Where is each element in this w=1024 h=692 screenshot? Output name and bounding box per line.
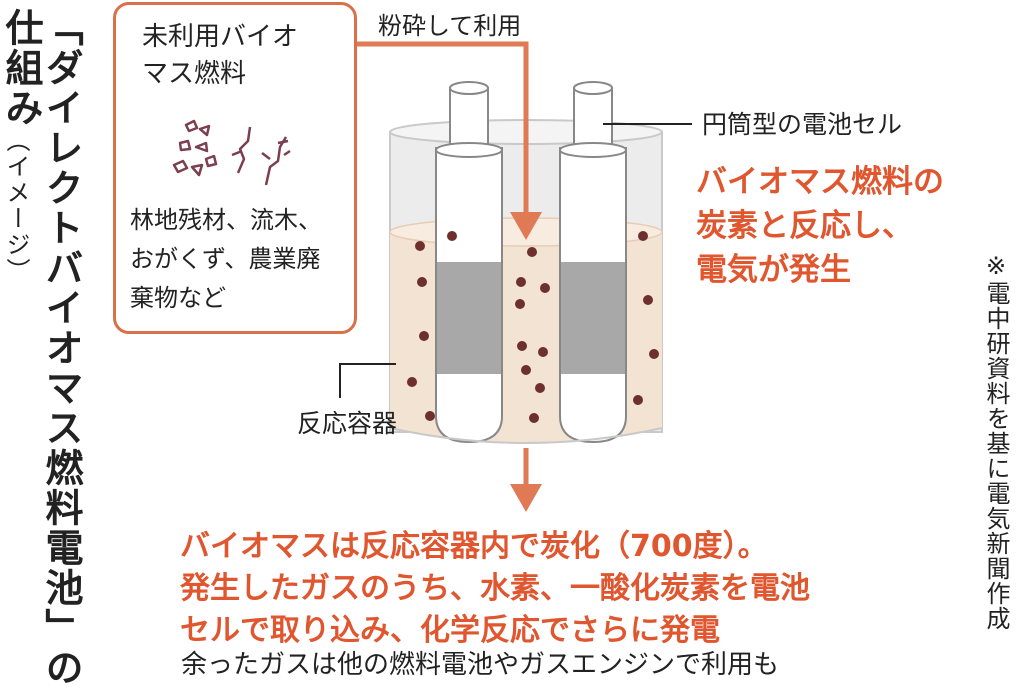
diagram-title: 「ダイレクトバイオマス燃料電池」の: [39, 8, 83, 688]
vessel-label: 反応容器: [297, 409, 398, 438]
biomass-example-line: 棄物など: [130, 284, 226, 312]
biomass-example-line: おがくず、農業廃: [130, 245, 321, 273]
grind-arrow: [357, 41, 542, 240]
reaction-line: 電気が発生: [696, 252, 851, 288]
battery-cell-left: [435, 81, 503, 444]
grind-label: 粉砕して利用: [378, 12, 522, 40]
cell-label: 円筒型の電池セル: [702, 110, 903, 139]
biomass-example-line: 林地残材、流木、: [130, 206, 322, 234]
diagram-title-line2: 仕組み: [0, 8, 43, 128]
biomass-fuel-title-line: マス燃料: [142, 59, 247, 89]
reaction-description: バイオマス燃料の 炭素と反応し、 電気が発生: [696, 160, 944, 292]
biomass-particles: [407, 231, 659, 423]
process-description: バイオマスは反応容器内で炭化（700度）。 発生したガスのうち、水素、一酸化炭素…: [180, 526, 810, 652]
biomass-fuel-examples: 林地残材、流木、 おがくず、農業廃 棄物など: [130, 201, 356, 318]
surplus-gas-note: 余ったガスは他の燃料電池やガスエンジンで利用も: [181, 650, 780, 680]
biomass-fuel-title: 未利用バイオ マス燃料: [142, 19, 352, 93]
wood-fragments-icon: [172, 119, 291, 186]
process-line: セルで取り込み、化学反応でさらに発電: [180, 613, 720, 648]
vessel-bottom: [389, 427, 663, 444]
reaction-line: 炭素と反応し、: [696, 208, 913, 244]
biomass-fuel-title-line: 未利用バイオ: [142, 22, 299, 52]
battery-cell-right: [559, 81, 627, 444]
reaction-line: バイオマス燃料の: [696, 164, 944, 200]
output-arrow: [510, 448, 542, 512]
vessel-leader-line: [339, 363, 396, 398]
biomass-fuel-box: 未利用バイオ マス燃料 林地残材、流木、 おがくず、農業廃 棄物など: [113, 2, 357, 334]
source-note: ※電中研資料を基に電気新聞作成: [982, 252, 1010, 631]
diagram-subtitle: （イメージ）: [2, 128, 30, 284]
process-line: 発生したガスのうち、水素、一酸化炭素を電池: [180, 571, 810, 606]
process-line: バイオマスは反応容器内で炭化（700度）。: [180, 529, 768, 564]
